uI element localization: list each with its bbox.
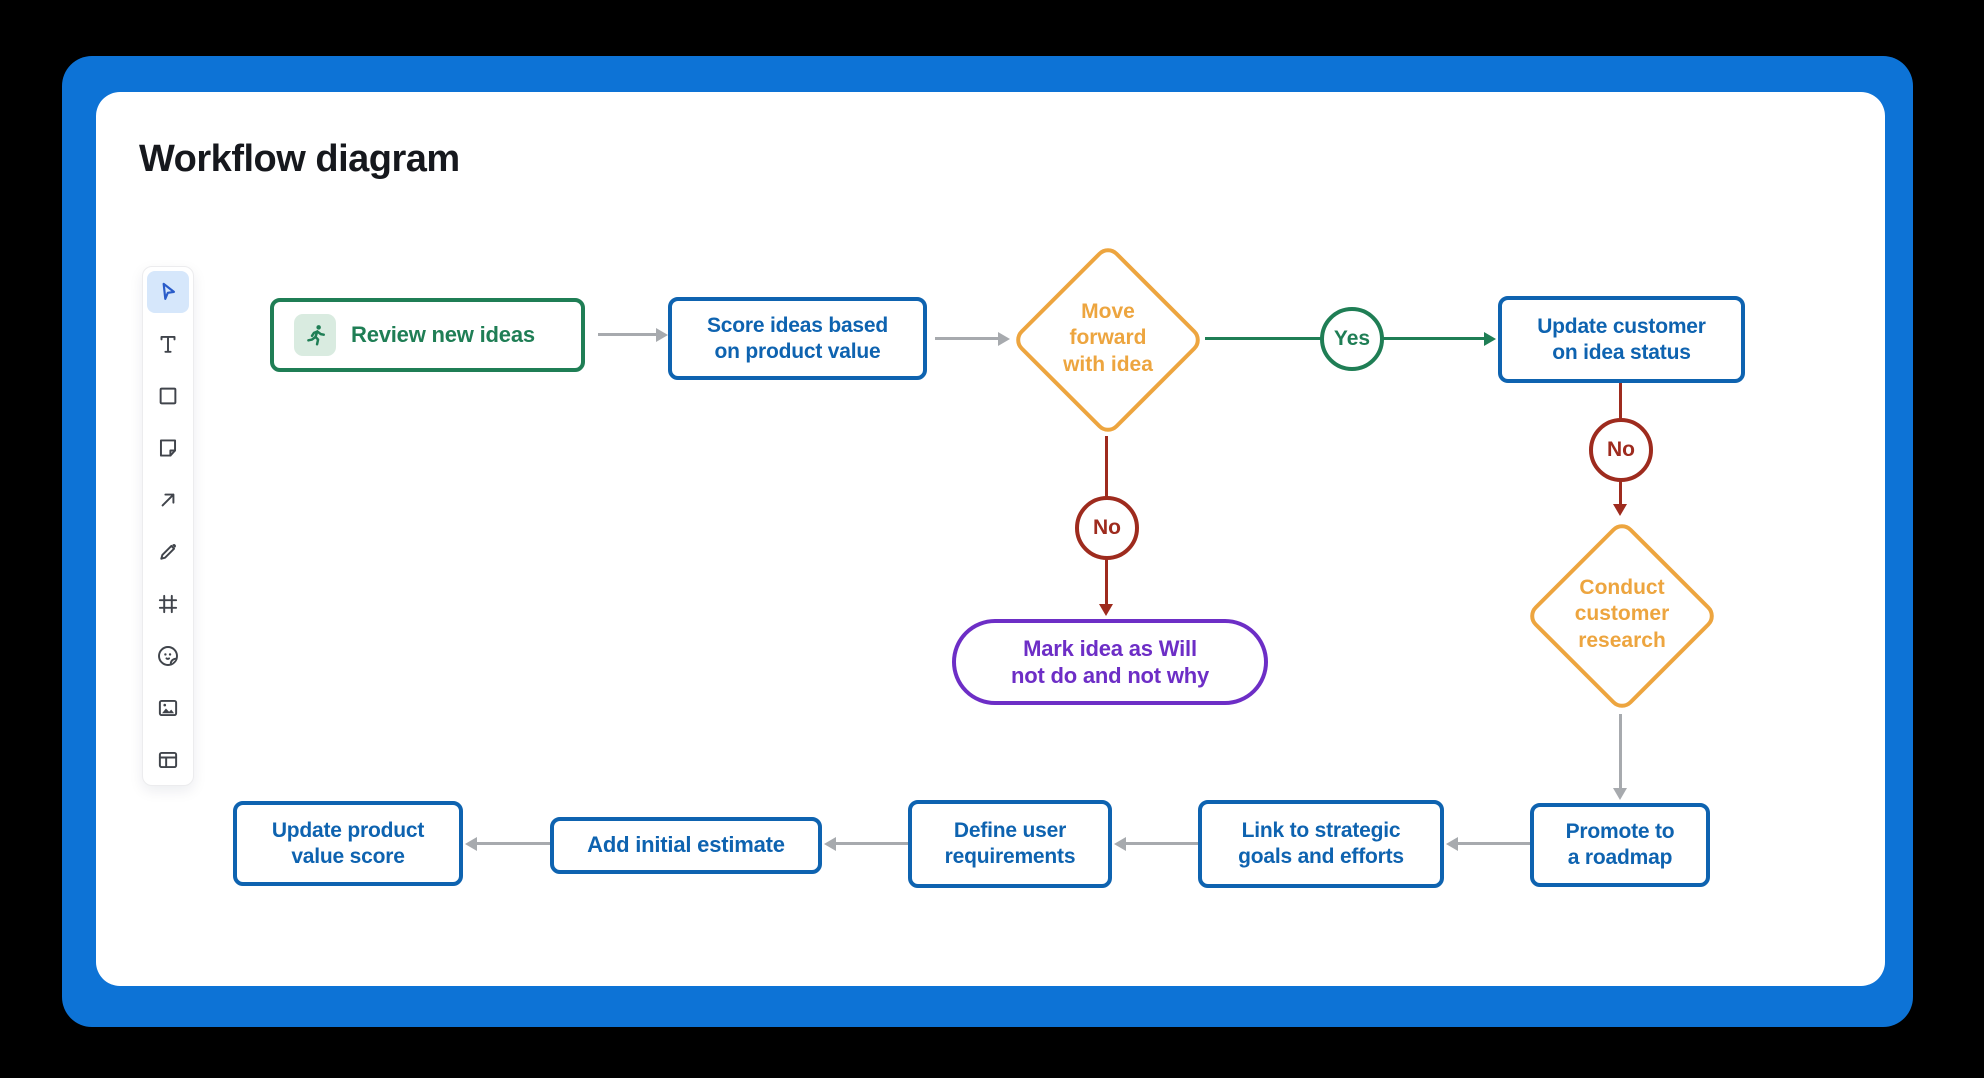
node-label: Update product value score xyxy=(271,818,425,868)
runner-icon xyxy=(306,324,325,346)
badge-no-right[interactable]: No xyxy=(1589,418,1653,482)
connector-promote-link xyxy=(1458,842,1530,845)
badge-yes[interactable]: Yes xyxy=(1320,307,1384,371)
cursor-icon xyxy=(162,282,176,300)
node-add-initial-estimate[interactable]: Add initial estimate xyxy=(550,817,822,874)
node-update-customer[interactable]: Update customer on idea status xyxy=(1498,296,1745,383)
tool-sticky-note-button[interactable] xyxy=(147,427,189,469)
arrowhead-left-icon xyxy=(824,837,836,851)
connector-estimate-updatevalue xyxy=(477,842,550,845)
tool-frame-button[interactable] xyxy=(147,583,189,625)
node-label: Score ideas based on product value xyxy=(706,313,889,363)
node-label: Define user requirements xyxy=(944,819,1076,868)
connector-score-decision xyxy=(935,337,998,340)
connector-link-define xyxy=(1126,842,1198,845)
arrowhead-down-icon xyxy=(1613,504,1627,516)
image-icon xyxy=(158,699,178,717)
tool-layout-button[interactable] xyxy=(147,739,189,781)
node-link-strategic[interactable]: Link to strategic goals and efforts xyxy=(1198,800,1444,888)
badge-label: No xyxy=(1093,516,1121,539)
tool-text-button[interactable] xyxy=(147,323,189,365)
arrowhead-right-icon xyxy=(998,332,1010,346)
pen-icon xyxy=(160,544,176,560)
sticker-smiley-icon xyxy=(158,646,178,666)
arrow-up-right-icon xyxy=(161,493,175,507)
arrowhead-right-icon xyxy=(1484,332,1496,346)
layout-table-icon xyxy=(158,751,178,769)
tool-select-button[interactable] xyxy=(147,271,189,313)
tool-image-button[interactable] xyxy=(147,687,189,729)
node-score-ideas[interactable]: Score ideas based on product value xyxy=(668,297,927,380)
runner-icon-chip xyxy=(294,314,336,356)
node-label: Promote to a roadmap xyxy=(1565,820,1675,869)
node-promote-roadmap[interactable]: Promote to a roadmap xyxy=(1530,803,1710,887)
square-icon xyxy=(159,387,177,405)
pill-text: Mark idea as Will not do and not why xyxy=(1010,635,1210,689)
connector-research-promote xyxy=(1619,714,1622,788)
frame-icon xyxy=(158,594,178,614)
node-mark-idea-will-not-do[interactable]: Mark idea as Will not do and not why xyxy=(952,619,1268,705)
arrowhead-left-icon xyxy=(465,837,477,851)
tool-shape-button[interactable] xyxy=(147,375,189,417)
tool-palette xyxy=(142,266,194,786)
arrowhead-left-icon xyxy=(1446,837,1458,851)
node-label: Review new ideas xyxy=(351,321,535,347)
node-label: Link to strategic goals and efforts xyxy=(1238,819,1404,868)
sticky-note-icon xyxy=(159,439,177,457)
tool-connector-button[interactable] xyxy=(147,479,189,521)
node-review-new-ideas[interactable]: Review new ideas xyxy=(270,298,585,372)
connector-define-estimate xyxy=(836,842,908,845)
arrowhead-left-icon xyxy=(1114,837,1126,851)
text-icon xyxy=(160,335,176,353)
tool-pen-button[interactable] xyxy=(147,531,189,573)
node-label: Add initial estimate xyxy=(587,832,785,858)
badge-label: Yes xyxy=(1333,327,1371,350)
badge-label: No xyxy=(1607,438,1635,461)
tool-sticker-button[interactable] xyxy=(147,635,189,677)
diagram-title[interactable]: Workflow diagram xyxy=(139,138,460,180)
arrowhead-down-icon xyxy=(1099,604,1113,616)
node-update-product-value[interactable]: Update product value score xyxy=(233,801,463,886)
node-label: Update customer on idea status xyxy=(1537,314,1706,364)
badge-no-middle[interactable]: No xyxy=(1075,496,1139,560)
arrowhead-right-icon xyxy=(656,328,668,342)
node-define-user-requirements[interactable]: Define user requirements xyxy=(908,800,1112,888)
connector-review-score xyxy=(598,333,656,336)
arrowhead-down-icon xyxy=(1613,788,1627,800)
